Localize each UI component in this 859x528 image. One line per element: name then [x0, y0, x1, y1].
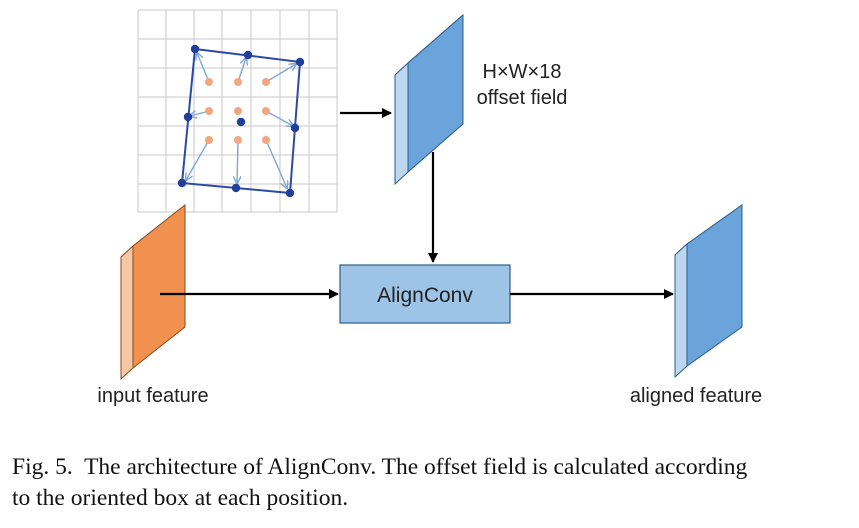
aligned-feature-side-face: [674, 242, 688, 379]
aligned-feature-front-face: [686, 204, 743, 367]
offset-field-front-face: [407, 13, 464, 174]
input-feature-label: input feature: [97, 385, 208, 407]
offset-field-block: [394, 13, 464, 186]
offset-field-side-face: [394, 61, 409, 186]
offset-field-label: offset field: [477, 87, 568, 109]
alignconv-label: AlignConv: [377, 284, 473, 307]
aligned-feature-label: aligned feature: [630, 385, 762, 407]
figure-caption: Fig. 5. The architecture of AlignConv. T…: [12, 452, 852, 514]
sampling-grid: [137, 9, 338, 213]
caption-line-1: The architecture of AlignConv. The offse…: [84, 454, 748, 480]
sample-points: [205, 78, 270, 144]
input-feature-front-face: [132, 203, 186, 370]
offset-arrows: [186, 53, 296, 188]
input-feature-block: [120, 203, 186, 381]
box-points: [177, 44, 305, 198]
aligned-feature-block: [674, 204, 743, 379]
offset-dims-label: H×W×18: [483, 61, 562, 83]
figure-number: Fig. 5.: [12, 454, 73, 480]
input-feature-side-face: [120, 244, 134, 381]
caption-line-2: to the oriented box at each position.: [12, 485, 349, 511]
